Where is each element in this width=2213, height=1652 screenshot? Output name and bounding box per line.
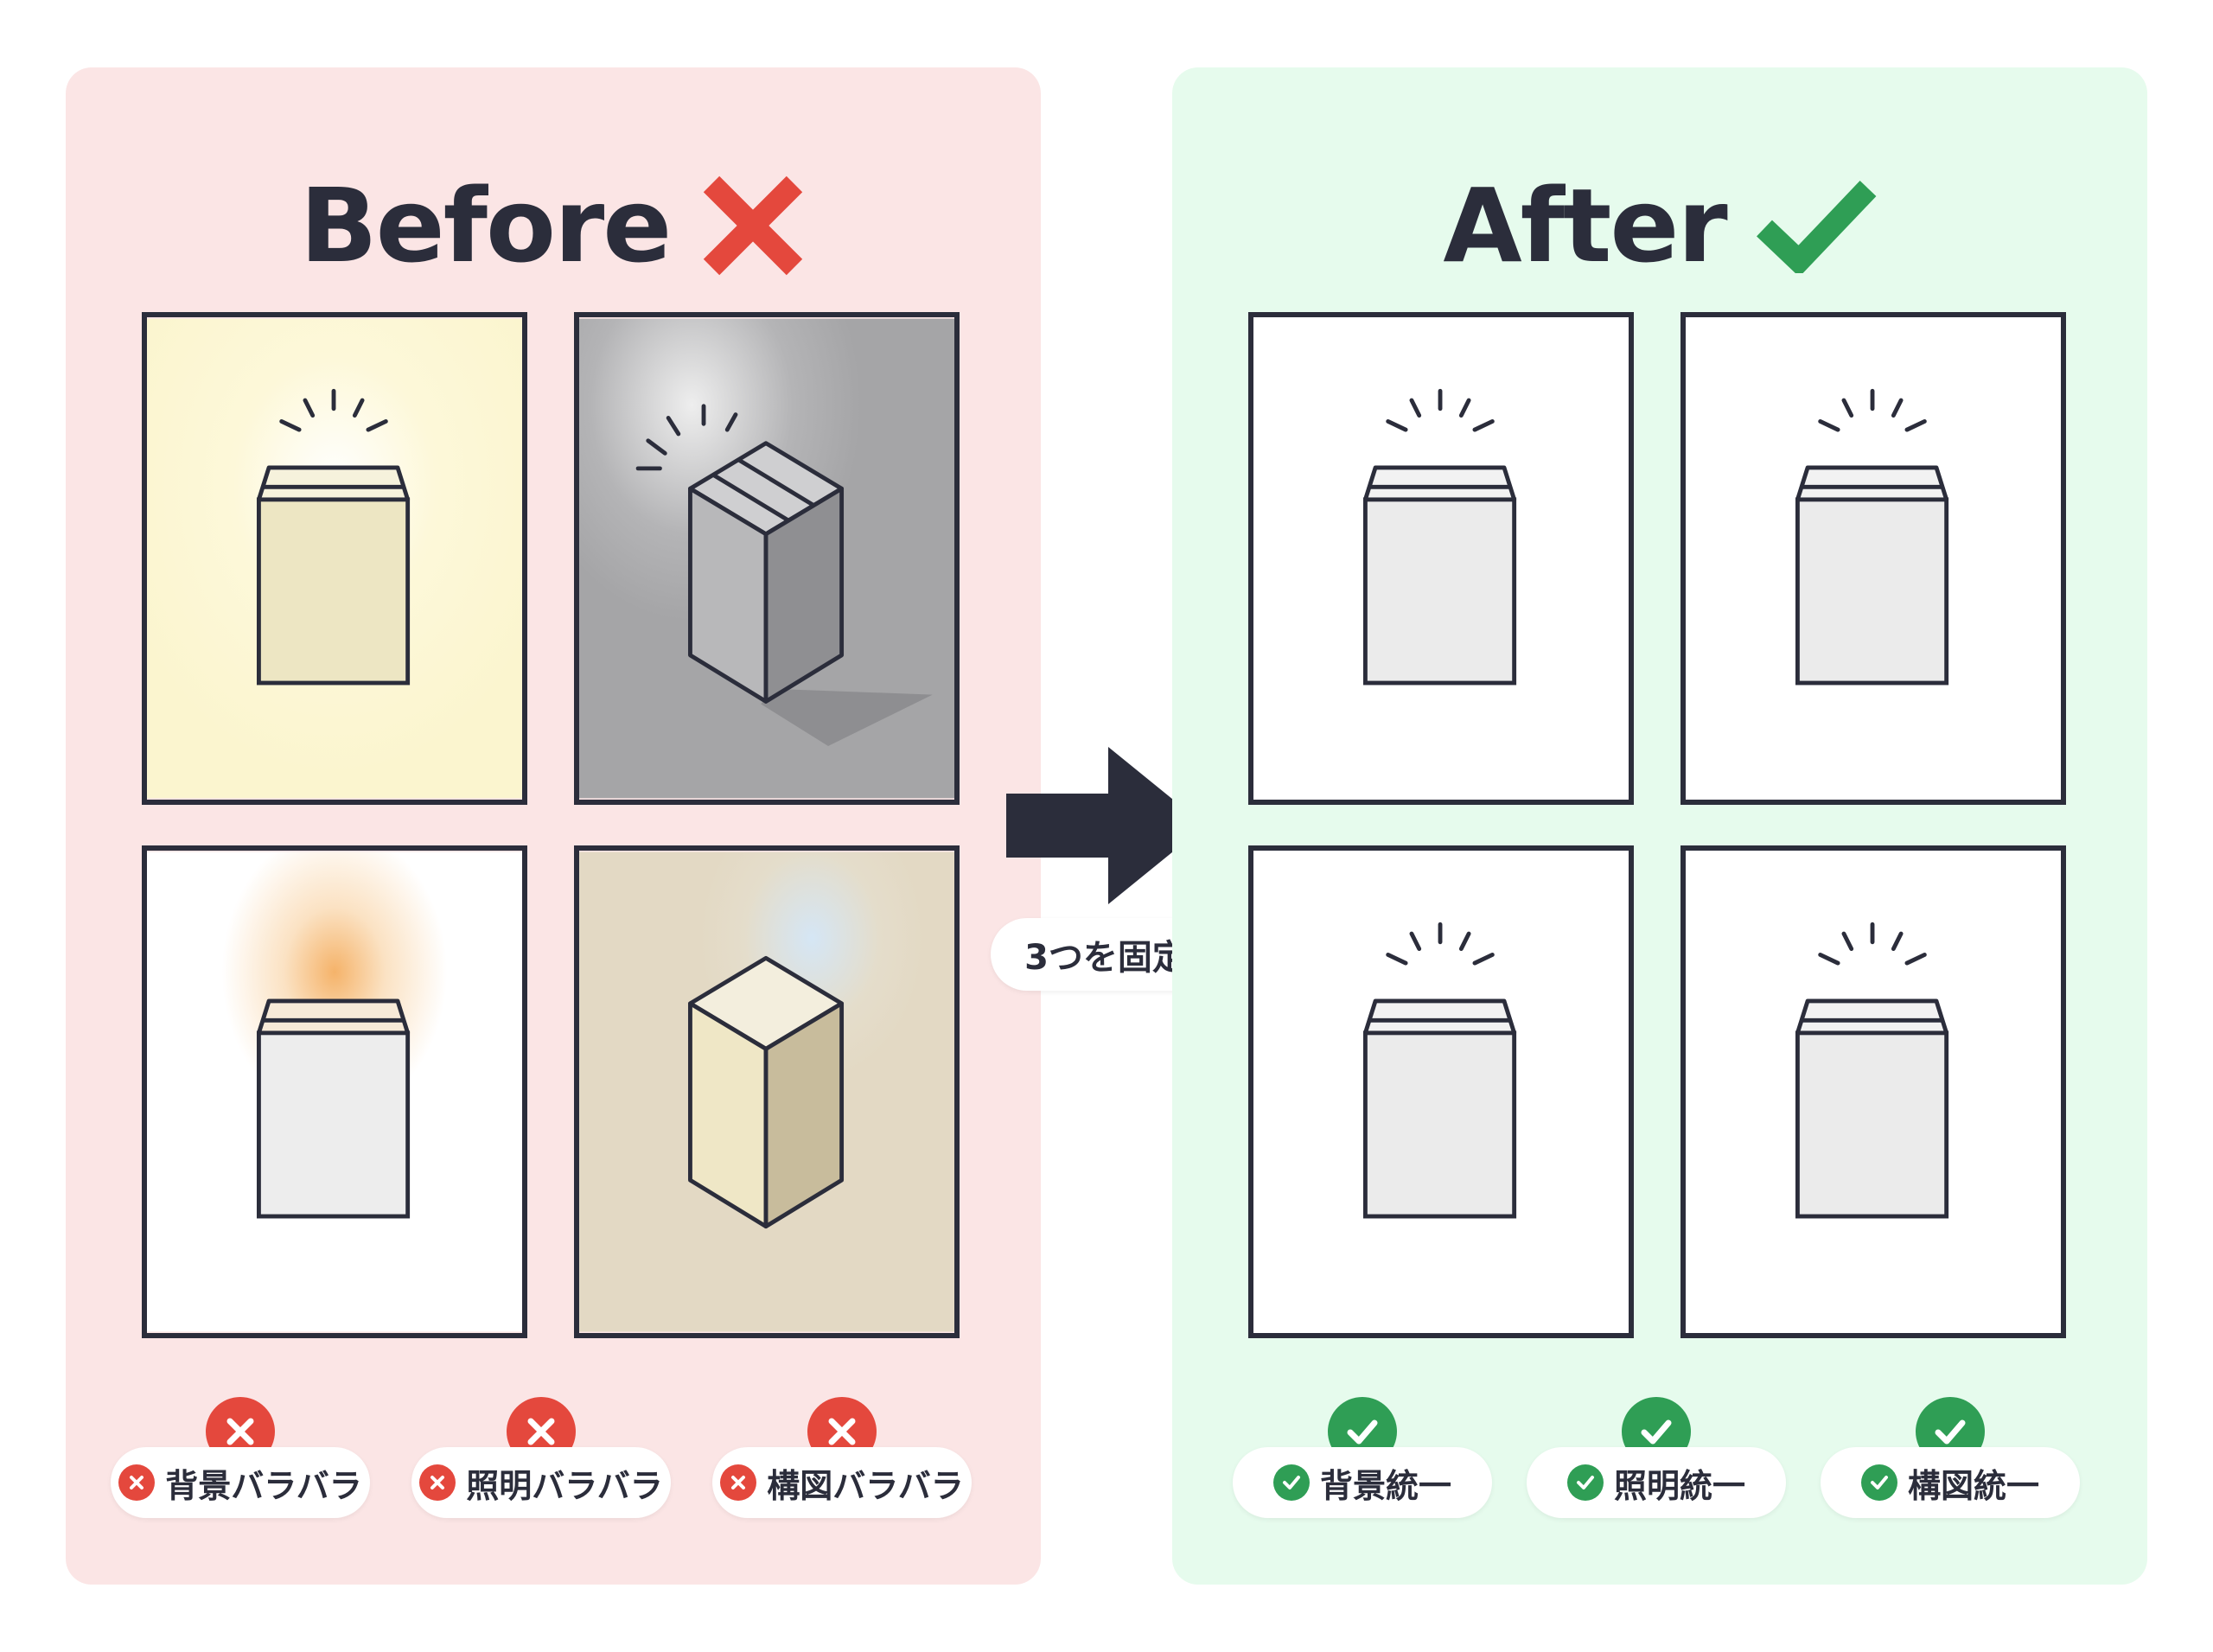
after-card-1 <box>1248 312 1634 805</box>
after-card-2 <box>1680 312 2066 805</box>
cross-icon <box>704 175 803 276</box>
cross-icon <box>720 1464 757 1501</box>
after-title: After <box>1443 166 1727 285</box>
label-pill: 構図バラバラ <box>712 1447 972 1518</box>
before-panel: Before <box>66 67 1041 1585</box>
box-illustration <box>1686 852 2061 1332</box>
check-icon <box>1272 1464 1310 1501</box>
label-pill: 構図統一 <box>1821 1447 2080 1518</box>
label-pill: 背景統一 <box>1233 1447 1492 1518</box>
box-illustration <box>1253 318 1629 799</box>
label-pill: 背景バラバラ <box>111 1447 370 1518</box>
cross-icon <box>419 1464 456 1501</box>
check-icon <box>1566 1464 1604 1501</box>
before-heading: Before <box>66 161 1041 290</box>
cross-icon <box>118 1464 156 1501</box>
box-illustration <box>579 852 954 1332</box>
right-arrow-icon <box>1006 747 1205 904</box>
label-pill: 照明バラバラ <box>411 1447 671 1518</box>
after-panel: After <box>1172 67 2147 1585</box>
after-heading: After <box>1172 161 2147 290</box>
box-illustration <box>1686 318 2061 799</box>
box-illustration <box>147 852 522 1332</box>
box-illustration <box>579 318 954 799</box>
before-title: Before <box>299 166 673 285</box>
before-card-beige <box>574 845 960 1338</box>
before-card-grey <box>574 312 960 805</box>
check-icon <box>1860 1464 1897 1501</box>
before-card-yellow <box>142 312 527 805</box>
check-icon <box>1756 181 1877 273</box>
after-card-4 <box>1680 845 2066 1338</box>
label-pill: 照明統一 <box>1527 1447 1786 1518</box>
after-card-3 <box>1248 845 1634 1338</box>
before-card-orange <box>142 845 527 1338</box>
box-illustration <box>147 318 522 799</box>
box-illustration <box>1253 852 1629 1332</box>
